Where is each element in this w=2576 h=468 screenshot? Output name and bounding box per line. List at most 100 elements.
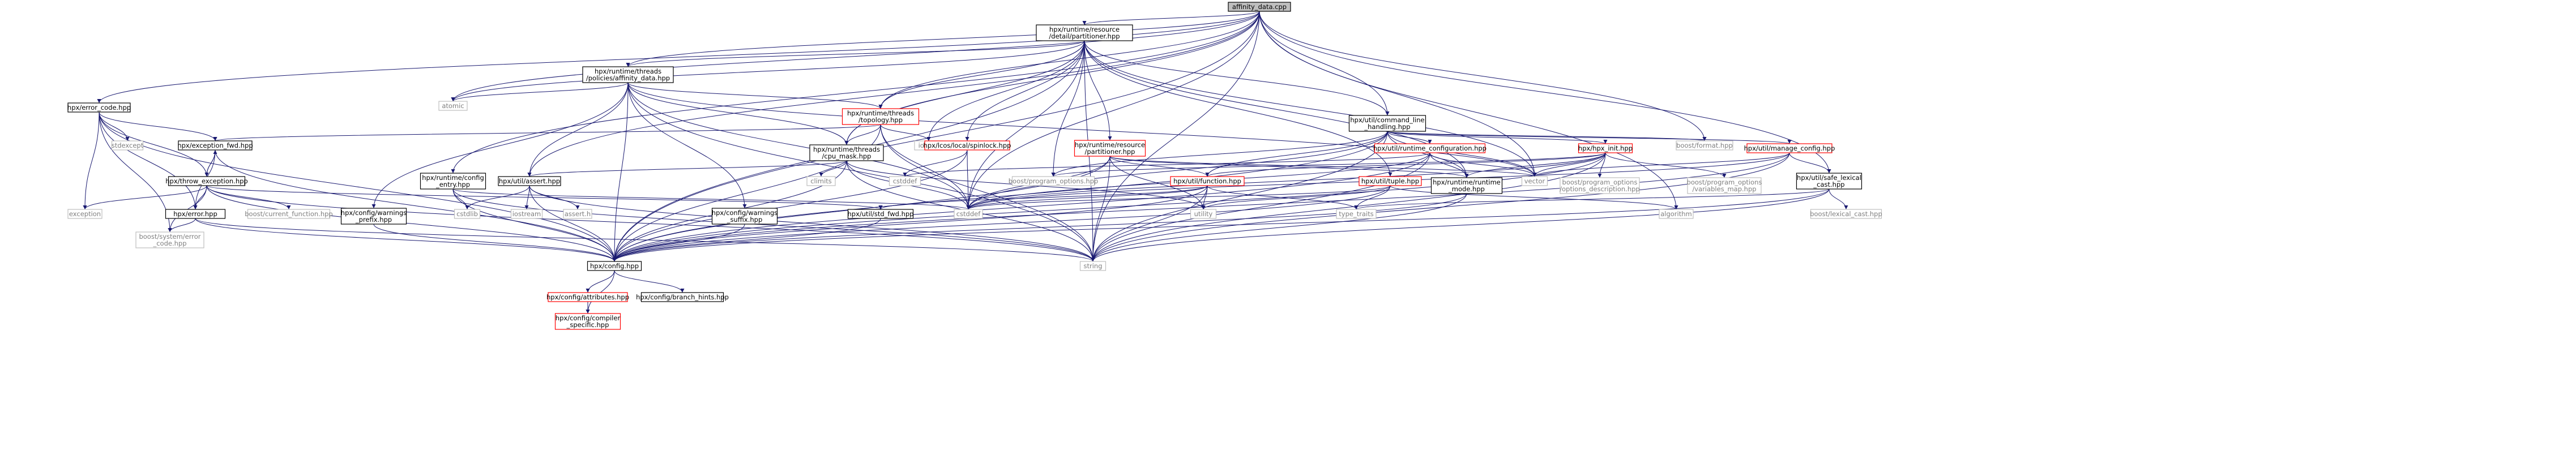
edge-arrow: [1109, 156, 1210, 177]
edge-exception_fwd-to-config_hpp: [215, 149, 617, 262]
node-box: [924, 140, 1010, 151]
node-label: /partitioner.hpp: [1085, 148, 1135, 156]
node-hpx_init[interactable]: hpx/hpx_init.hpp: [1578, 143, 1633, 153]
edge-arrow: [206, 185, 617, 262]
edge-config_hpp-to-compiler_specific: [586, 270, 615, 314]
node-box: [1374, 143, 1486, 153]
node-boost_lexical_cast: boost/lexical_cast.hpp: [1810, 209, 1882, 219]
node-vector: vector: [1521, 176, 1548, 186]
node-spinlock[interactable]: hpx/lcos/local/spinlock.hpp: [924, 140, 1011, 151]
node-std_fwd[interactable]: hpx/util/std_fwd.hpp: [848, 209, 914, 219]
node-label: boost/current_function.hpp: [245, 210, 333, 218]
edge-arrow: [1354, 188, 1830, 210]
edge-arrow: [626, 40, 1085, 67]
node-box: [806, 176, 836, 186]
node-label: _handling.hpp: [1364, 123, 1410, 131]
node-label: hpx/throw_exception.hpp: [165, 177, 247, 185]
node-branch_hints[interactable]: hpx/config/branch_hints.hpp: [636, 292, 729, 302]
node-command_line[interactable]: hpx/util/command_line_handling.hpp: [1348, 115, 1426, 132]
node-partitioner_detail[interactable]: hpx/runtime/resource/detail/partitioner.…: [1036, 24, 1133, 41]
edge-affinity_data_hpp-to-cstddef: [627, 82, 971, 210]
edge-partitioner_detail-to-atomic: [451, 40, 1085, 102]
node-util_tuple[interactable]: hpx/util/tuple.hpp: [1359, 176, 1422, 186]
edge-arrow: [99, 111, 172, 233]
edge-util_tuple-to-cstddef: [966, 185, 1391, 210]
node-res_partitioner[interactable]: hpx/runtime/resource/partitioner.hpp: [1074, 140, 1146, 157]
edge-throw_exception-to-current_function: [206, 185, 291, 210]
edge-arrow: [878, 11, 1260, 109]
node-manage_config[interactable]: hpx/util/manage_config.hpp: [1744, 143, 1835, 153]
edge-arrow: [1091, 11, 1260, 262]
edge-arrow: [1201, 185, 1391, 210]
edge-partitioner_detail-to-affinity_data_hpp: [626, 40, 1085, 67]
node-label: boost/lexical_cast.hpp: [1810, 210, 1882, 218]
node-label: string: [1083, 262, 1102, 270]
node-exception_fwd[interactable]: hpx/exception_fwd.hpp: [177, 140, 253, 151]
edge-arrow: [168, 218, 196, 233]
edge-hpx_init-to-boost_po: [1051, 152, 1606, 177]
node-label: boost/format.hpp: [1676, 141, 1733, 149]
node-label: hpx/lcos/local/spinlock.hpp: [924, 141, 1011, 149]
edge-arrow: [83, 111, 100, 210]
edge-arrow: [1091, 152, 1430, 262]
node-runtime_config[interactable]: hpx/util/runtime_configuration.hpp: [1373, 143, 1486, 153]
node-label: boost/system/error: [139, 233, 200, 241]
edge-arrow: [612, 193, 1467, 262]
edge-runtime_mode-to-config_hpp: [612, 193, 1467, 262]
node-config_attributes[interactable]: hpx/config/attributes.hpp: [546, 292, 629, 302]
node-current_function: boost/current_function.hpp: [245, 209, 333, 219]
edge-arrow: [966, 185, 1208, 210]
node-compiler_specific[interactable]: hpx/config/compiler_specific.hpp: [554, 313, 621, 330]
edge-arrow: [451, 11, 1260, 102]
node-atomic: atomic: [438, 101, 468, 111]
node-config_entry[interactable]: hpx/runtime/config_entry.hpp: [420, 173, 486, 190]
edge-res_partitioner-to-util_function: [1109, 156, 1210, 177]
edge-arrow: [1605, 152, 1727, 178]
node-util_function[interactable]: hpx/util/function.hpp: [1170, 176, 1245, 186]
edge-root-to-boost_format: [1259, 11, 1707, 141]
edge-arrow: [1109, 156, 1469, 178]
edge-std_fwd-to-config_hpp: [612, 218, 881, 262]
edge-config_entry-to-string: [452, 188, 1095, 262]
node-box: [587, 261, 642, 271]
edge-partitioner_detail-to-cstddef: [966, 40, 1085, 210]
edge-root-to-safe_lexical_cast: [1259, 11, 1831, 174]
node-warnings_prefix[interactable]: hpx/config/warnings_prefix.hpp: [341, 208, 407, 225]
node-config_hpp[interactable]: hpx/config.hpp: [587, 261, 642, 271]
edge-arrow: [529, 185, 1095, 262]
node-box: [1676, 140, 1733, 151]
edge-layer: [83, 11, 1848, 314]
node-label: vector: [1524, 177, 1545, 185]
node-safe_lexical_cast[interactable]: hpx/util/safe_lexical_cast.hpp: [1796, 173, 1862, 190]
edge-res_partitioner-to-vector: [1109, 156, 1537, 177]
node-runtime_mode[interactable]: hpx/runtime/runtime_mode.hpp: [1430, 177, 1503, 194]
edge-arrow: [1464, 152, 1606, 178]
node-box: [809, 144, 884, 161]
node-box: [1560, 177, 1640, 194]
edge-affinity_data_hpp-to-vector: [627, 82, 1537, 177]
edge-partitioner_detail-to-command_line: [1084, 40, 1390, 116]
node-label: _prefix.hpp: [355, 216, 392, 224]
node-label: climits: [810, 177, 832, 185]
edge-arrow: [965, 40, 1085, 141]
edge-root-to-command_line: [1259, 11, 1390, 116]
edge-affinity_data_hpp-to-cpu_mask: [627, 82, 849, 145]
node-cpu_mask[interactable]: hpx/runtime/threads/cpu_mask.hpp: [809, 144, 884, 161]
node-affinity_data_hpp[interactable]: hpx/runtime/threads/policies/affinity_da…: [582, 66, 674, 83]
node-error_code[interactable]: hpx/error_code.hpp: [67, 102, 131, 113]
node-root[interactable]: affinity_data.cpp: [1228, 2, 1291, 12]
node-topology[interactable]: hpx/runtime/threads/topology.hpp: [841, 108, 920, 125]
edge-config_entry-to-cstdlib: [452, 188, 469, 210]
node-assert[interactable]: hpx/util/assert.hpp: [498, 176, 561, 186]
node-iostream: iostream: [510, 209, 543, 219]
edge-arrow: [465, 185, 530, 210]
node-box: [711, 208, 778, 225]
edge-arrow: [1051, 40, 1085, 177]
edge-command_line-to-boost_po: [1051, 131, 1388, 177]
node-warnings_suffix[interactable]: hpx/config/warnings_suffix.hpp: [711, 208, 778, 225]
node-error_hpp[interactable]: hpx/error.hpp: [165, 209, 226, 219]
node-throw_exception[interactable]: hpx/throw_exception.hpp: [165, 176, 248, 186]
edge-root-to-config_hpp: [612, 11, 1260, 262]
node-label: hpx/config/branch_hints.hpp: [636, 293, 729, 301]
edge-arrow: [1084, 40, 1392, 177]
